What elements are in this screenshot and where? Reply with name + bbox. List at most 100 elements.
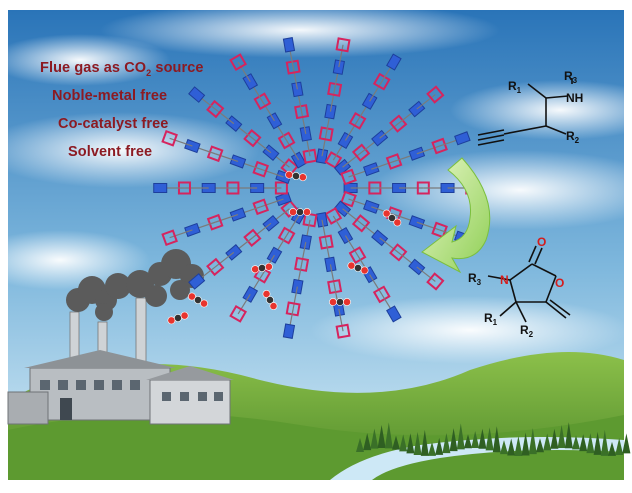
tree xyxy=(600,429,609,456)
tree xyxy=(406,433,415,454)
claim-flue-gas-suffix: source xyxy=(151,60,204,76)
foreground-grass xyxy=(8,413,624,480)
framework-linker xyxy=(344,120,359,141)
tree xyxy=(514,435,523,456)
framework-blue-unit xyxy=(282,37,296,53)
framework-linker xyxy=(214,251,235,268)
framework-pink-unit xyxy=(335,323,351,339)
tree xyxy=(507,438,516,456)
reactant-r1-label: R1 xyxy=(508,79,522,95)
framework-linker xyxy=(329,264,336,287)
tree xyxy=(572,435,580,450)
claim-co-catalyst-free: Co-catalyst free xyxy=(58,116,169,132)
framework-linker xyxy=(300,241,307,265)
tree xyxy=(449,428,458,452)
framework-linker xyxy=(169,137,193,147)
oxazolidinone-structure xyxy=(487,245,571,323)
tree xyxy=(543,433,552,451)
framework-linker xyxy=(416,94,436,110)
claim-flue-gas-prefix: Flue gas as CO xyxy=(40,60,147,76)
tree xyxy=(464,434,472,449)
claim-flue-gas-subscript: 2 xyxy=(146,67,152,78)
framework-linker xyxy=(369,81,383,102)
tree xyxy=(478,428,487,449)
tree xyxy=(579,434,588,452)
product-r1-label: R1 xyxy=(484,311,498,327)
tree xyxy=(377,425,386,449)
framework-pink-unit xyxy=(161,229,178,247)
tree xyxy=(392,435,400,450)
framework-linker xyxy=(321,133,327,157)
co2-molecule xyxy=(285,170,307,182)
framework-linker xyxy=(169,229,193,239)
framework-linker xyxy=(251,137,272,154)
tree xyxy=(420,429,429,456)
framework-linker xyxy=(286,215,300,236)
co2-molecule xyxy=(251,262,273,274)
framework-blue-unit xyxy=(153,183,168,193)
tree xyxy=(550,428,559,449)
framework-linker xyxy=(286,140,300,161)
framework-linker xyxy=(344,235,359,256)
framework-linker xyxy=(342,152,362,168)
tree xyxy=(456,423,465,450)
framework-linker xyxy=(261,100,275,122)
tree xyxy=(521,432,530,456)
framework-blue-unit xyxy=(188,86,206,103)
tree xyxy=(500,440,508,455)
framework-linker xyxy=(416,221,440,231)
tree xyxy=(608,441,616,456)
tree xyxy=(492,426,501,453)
framework-linker xyxy=(379,237,399,253)
framework-linker xyxy=(260,168,284,178)
co2-molecules xyxy=(167,170,402,325)
co2-molecule xyxy=(382,209,402,227)
framework-linker xyxy=(321,219,327,243)
framework-linker xyxy=(416,145,440,155)
co2-molecule xyxy=(329,298,351,306)
framework-linker xyxy=(369,274,383,295)
claim-solvent-free: Solvent free xyxy=(68,144,153,160)
framework-blue-unit xyxy=(386,305,402,323)
co2-molecule xyxy=(347,261,369,275)
framework-linker xyxy=(338,308,344,332)
framework-pink-unit xyxy=(426,85,445,104)
framework-linker xyxy=(214,153,239,163)
framework-linker xyxy=(371,160,395,170)
framework-linker xyxy=(237,294,251,315)
framework-linker xyxy=(292,286,298,310)
reaction-arrow xyxy=(421,157,491,274)
co2-molecule xyxy=(262,290,278,310)
reactant-r2-label: R2 xyxy=(566,129,580,145)
framework-blue-unit xyxy=(282,323,296,339)
tree xyxy=(384,422,393,449)
framework-pink-unit xyxy=(426,272,445,291)
tree xyxy=(471,431,480,449)
framework-linker xyxy=(260,198,284,208)
framework-linker xyxy=(338,44,344,68)
tree xyxy=(428,441,436,456)
co2-molecule xyxy=(188,292,208,308)
co2-molecule xyxy=(167,311,189,325)
tree xyxy=(528,428,537,455)
product-ring-o-label: O xyxy=(555,276,564,290)
tree xyxy=(593,431,602,455)
tree xyxy=(370,428,379,449)
framework-linker xyxy=(379,123,399,139)
tree-line xyxy=(356,422,631,456)
tree xyxy=(485,427,494,451)
reactant-nh-label: NH xyxy=(566,91,583,105)
tree xyxy=(564,422,573,449)
tree xyxy=(536,438,544,453)
framework-pink-unit xyxy=(161,129,178,147)
co2-molecule xyxy=(289,208,311,216)
tree xyxy=(399,434,408,452)
tree xyxy=(442,433,451,454)
framework-linker xyxy=(329,89,336,112)
framework-blue-unit xyxy=(386,53,402,71)
framework-linker xyxy=(300,111,307,135)
framework-linker xyxy=(416,266,436,282)
tree xyxy=(363,433,372,451)
